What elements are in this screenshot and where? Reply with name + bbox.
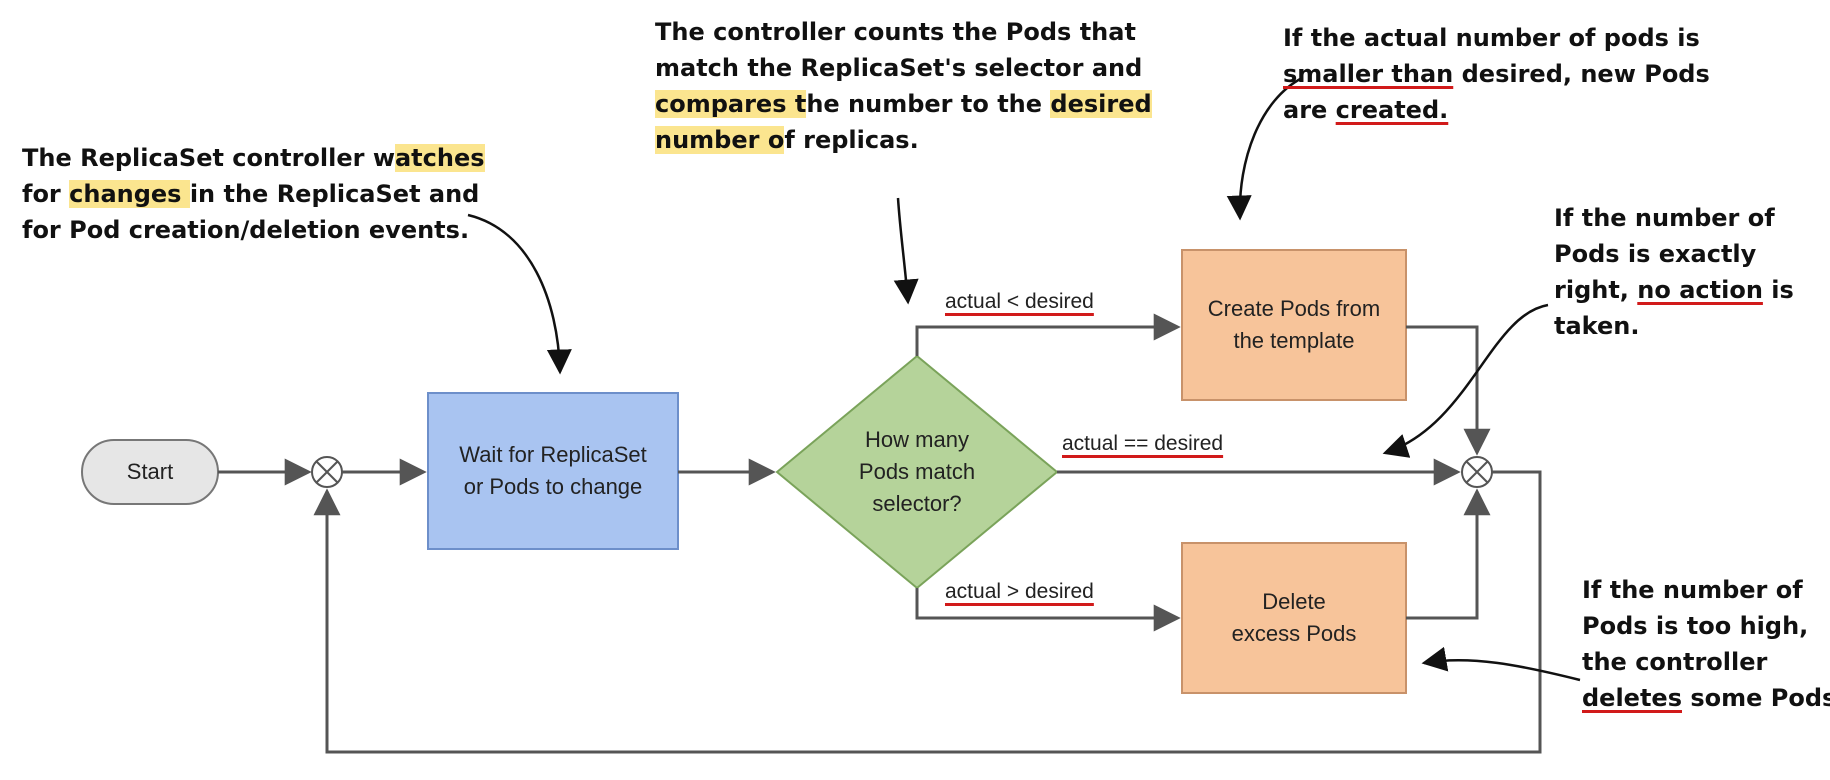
edge-delete-to-merge-right [1406,488,1491,620]
annotation-count: The controller counts the Pods that matc… [655,14,1152,158]
annotation-count-line4: number of replicas. [655,126,919,154]
decision-label: How many Pods match selector? [800,400,1034,544]
annotation-watch-line3: for Pod creation/deletion events. [22,216,470,244]
annotation-smaller-line3: are created. [1283,96,1449,124]
decision-label-line1: How many [865,427,969,452]
annotation-watch-line1: The ReplicaSet controller watches [22,144,485,172]
delete-label: Delete excess Pods [1182,543,1406,693]
callout-arrow-watch [467,213,572,375]
create-label-line1: Create Pods from [1207,296,1381,321]
merge-circle-left [311,456,343,488]
annotation-exact-line4: taken. [1554,312,1640,340]
edge-decision-to-create [915,313,1181,356]
wait-node [427,392,679,550]
annotation-smaller-line1: If the actual number of pods is [1283,24,1700,52]
decision-label-line2: Pods match [858,459,976,484]
wait-label: Wait for ReplicaSet or Pods to change [428,393,678,549]
delete-label-line2: excess Pods [1231,621,1357,646]
create-node [1181,249,1407,401]
create-label: Create Pods from the template [1182,250,1406,400]
edge-create-to-merge-right [1406,325,1491,456]
annotation-smaller-line2: smaller than desired, new Pods [1283,60,1710,88]
annotation-exact-line2: Pods is exactly [1554,240,1757,268]
annotation-count-line1: The controller counts the Pods that [655,18,1136,46]
annotation-toohigh-line4: deletes some Pods. [1582,684,1830,712]
annotation-toohigh-line1: If the number of [1582,576,1803,604]
merge-circle-right [1461,456,1493,488]
annotation-watch-line2: for changes in the ReplicaSet and [22,180,480,208]
edge-label-eq: actual == desired [1062,432,1224,455]
wait-label-line2: or Pods to change [463,474,643,499]
annotation-count-line3: compares the number to the desired [655,90,1152,118]
annotation-exact-line3: right, no action is [1554,276,1794,304]
edge-label-gt: actual > desired [945,580,1094,603]
annotation-toohigh-line2: Pods is too high, [1582,612,1809,640]
callout-arrow-smaller [1226,76,1303,221]
annotation-watch: The ReplicaSet controller watches for ch… [22,140,485,248]
wait-label-line1: Wait for ReplicaSet [459,442,647,467]
create-label-line2: the template [1233,328,1355,353]
edge-label-lt: actual < desired [945,290,1094,313]
annotation-smaller: If the actual number of pods is smaller … [1283,20,1710,128]
delete-node [1181,542,1407,694]
delete-label-line1: Delete [1262,589,1326,614]
annotation-count-line2: match the ReplicaSet's selector and [655,54,1143,82]
edge-loop-back [313,470,1542,754]
callout-arrow-exact [1382,303,1549,458]
annotation-toohigh: If the number of Pods is too high, the c… [1582,572,1830,716]
decision-label-line3: selector? [872,491,962,516]
edge-decision-to-delete [915,588,1181,632]
callout-arrow-count [893,197,919,305]
annotation-toohigh-line3: the controller [1582,648,1768,676]
annotation-exact: If the number of Pods is exactly right, … [1554,200,1794,344]
start-label: Start [126,459,174,484]
annotation-exact-line1: If the number of [1554,204,1775,232]
callout-arrow-toohigh [1421,646,1581,682]
